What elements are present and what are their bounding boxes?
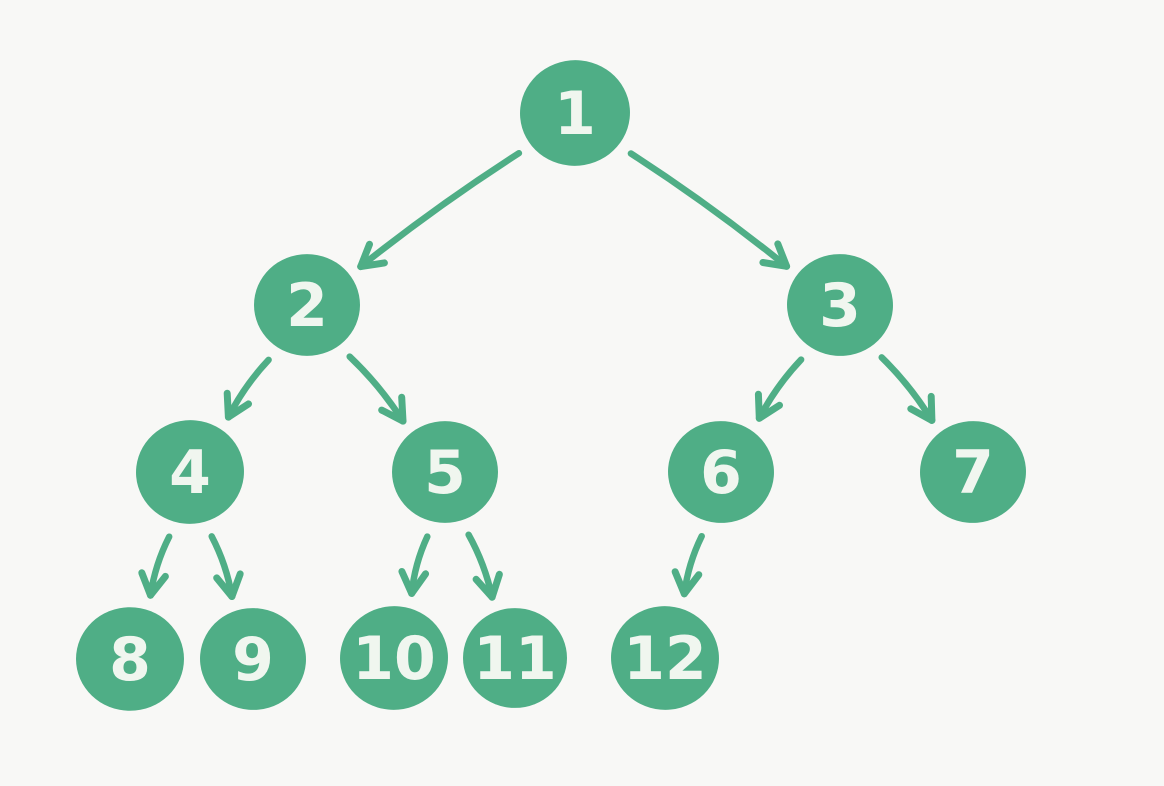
tree-node-label: 7 [952,438,994,508]
tree-node-circle [787,254,893,356]
tree-edge-4-8 [138,533,173,599]
arrowhead-icon [488,570,503,601]
tree-edge-2-4 [223,356,272,421]
tree-node-circle [200,608,306,710]
arrowhead-icon [927,392,936,424]
arrowhead-icon [755,401,783,422]
tree-edge-3-6 [754,356,805,422]
edge-line [756,356,805,422]
tree-node-9: 9 [200,608,306,710]
edge-line [627,150,790,270]
arrowhead-icon [774,240,791,270]
arrowhead-icon [224,400,252,421]
tree-node-6: 6 [668,421,774,523]
tree-node-8: 8 [76,607,184,711]
tree-node-circle [920,421,1026,523]
tree-node-4: 4 [136,420,244,524]
tree-edge-4-9 [208,533,244,600]
tree-edge-3-7 [878,354,936,424]
tree-node-circle [668,421,774,523]
edge-line [878,354,936,424]
tree-node-label: 5 [424,438,466,508]
tree-node-label: 6 [700,438,742,508]
tree-node-label: 2 [286,271,328,341]
tree-node-1: 1 [520,60,630,166]
tree-edge-6-12 [671,532,705,598]
tree-node-circle [520,60,630,166]
tree-node-label: 1 [554,79,596,149]
tree-node-11: 11 [463,608,567,708]
tree-node-label: 3 [819,271,861,341]
edge-line [225,356,272,421]
arrowhead-icon [228,570,244,600]
tree-node-label: 8 [109,625,151,695]
tree-edge-5-11 [465,531,503,601]
tree-edge-5-10 [398,533,431,597]
tree-edge-1-2 [357,149,523,271]
tree-node-circle [463,608,567,708]
tree-node-circle [340,606,448,710]
arrowhead-icon [147,572,169,599]
tree-node-label: 12 [623,624,707,694]
tree-node-5: 5 [392,421,498,523]
tree-node-label: 10 [352,624,436,694]
tree-node-circle [611,606,719,710]
tree-node-2: 2 [254,254,360,356]
tree-edge-1-3 [627,150,791,270]
tree-node-7: 7 [920,421,1026,523]
tree-node-circle [136,420,244,524]
arrowhead-icon [398,393,407,425]
tree-node-3: 3 [787,254,893,356]
arrowhead-icon [357,259,388,271]
edge-line [357,149,523,270]
arrowhead-icon [680,571,703,598]
tree-node-circle [254,254,360,356]
tree-node-12: 12 [611,606,719,710]
tree-node-circle [392,421,498,523]
tree-node-label: 4 [169,438,211,508]
tree-node-label: 11 [473,624,557,694]
tree-node-label: 9 [232,625,274,695]
tree-node-10: 10 [340,606,448,710]
arrowhead-icon [408,570,430,597]
tree-edge-2-5 [346,353,407,425]
tree-node-circle [76,607,184,711]
edge-line [346,353,407,425]
